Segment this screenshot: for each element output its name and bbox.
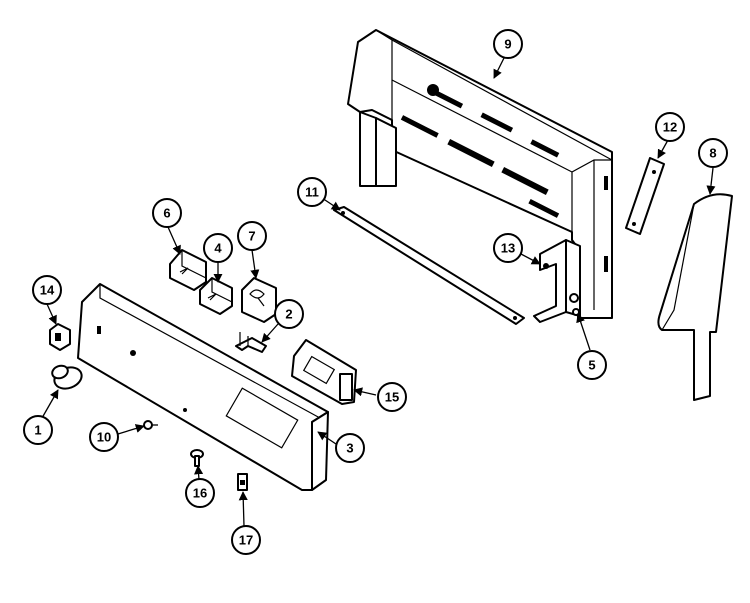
side-trim-strip	[625, 157, 665, 235]
clip-14	[49, 323, 71, 351]
svg-text:2: 2	[285, 307, 292, 322]
callout-1: 1	[23, 415, 53, 445]
callout-2: 2	[274, 299, 304, 329]
svg-text:10: 10	[97, 430, 111, 445]
callout-10: 10	[89, 422, 119, 452]
control-knob	[51, 364, 83, 390]
svg-text:17: 17	[239, 533, 253, 548]
svg-text:7: 7	[248, 229, 255, 244]
svg-text:1: 1	[34, 423, 41, 438]
callout-16: 16	[185, 478, 215, 508]
svg-text:8: 8	[709, 146, 716, 161]
callout-9: 9	[493, 29, 523, 59]
callout-6: 6	[152, 198, 182, 228]
switch-4	[199, 277, 233, 315]
callout-3: 3	[335, 433, 365, 463]
screw-16	[190, 449, 204, 467]
svg-text:5: 5	[588, 358, 595, 373]
callout-4: 4	[203, 233, 233, 263]
leader-lines	[41, 53, 716, 527]
svg-text:4: 4	[214, 241, 222, 256]
callout-8: 8	[698, 138, 728, 168]
svg-text:12: 12	[663, 120, 677, 135]
svg-text:15: 15	[385, 390, 399, 405]
svg-text:11: 11	[305, 185, 319, 200]
mounting-strip	[333, 206, 525, 325]
callout-14: 14	[32, 275, 62, 305]
display-module	[291, 339, 357, 405]
backguard-frame	[347, 29, 613, 319]
callout-15: 15	[377, 382, 407, 412]
svg-text:16: 16	[193, 486, 207, 501]
callout-7: 7	[237, 221, 267, 251]
callout-11: 11	[297, 177, 327, 207]
svg-text:13: 13	[501, 241, 515, 256]
callout-13: 13	[493, 233, 523, 263]
control-panel	[77, 283, 329, 491]
svg-text:6: 6	[163, 206, 170, 221]
end-bracket	[533, 239, 581, 323]
switch-6	[169, 249, 207, 291]
callout-5: 5	[577, 350, 607, 380]
end-cap	[657, 193, 733, 401]
callout-17: 17	[231, 525, 261, 555]
svg-text:14: 14	[40, 283, 55, 298]
clip-17	[237, 473, 248, 491]
svg-text:9: 9	[504, 37, 511, 52]
bracket-2	[235, 332, 267, 353]
callout-12: 12	[655, 112, 685, 142]
relay-7	[241, 277, 277, 323]
screw-10	[143, 420, 158, 430]
svg-text:3: 3	[346, 441, 353, 456]
